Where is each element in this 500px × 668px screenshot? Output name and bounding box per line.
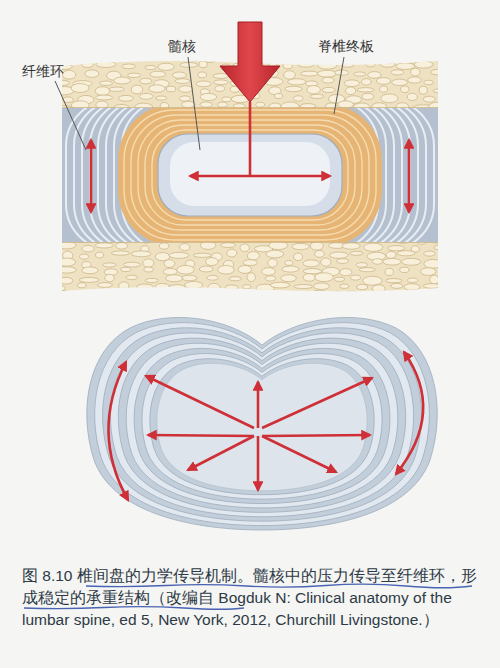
figure-caption: 图 8.10 椎间盘的力学传导机制。髓核中的压力传导至纤维环，形成稳定的承重结构… <box>22 565 482 631</box>
part-label: 脊椎终板 <box>318 37 374 55</box>
part-label: 纤维环 <box>22 62 64 80</box>
part-label: 髓核 <box>168 37 196 55</box>
